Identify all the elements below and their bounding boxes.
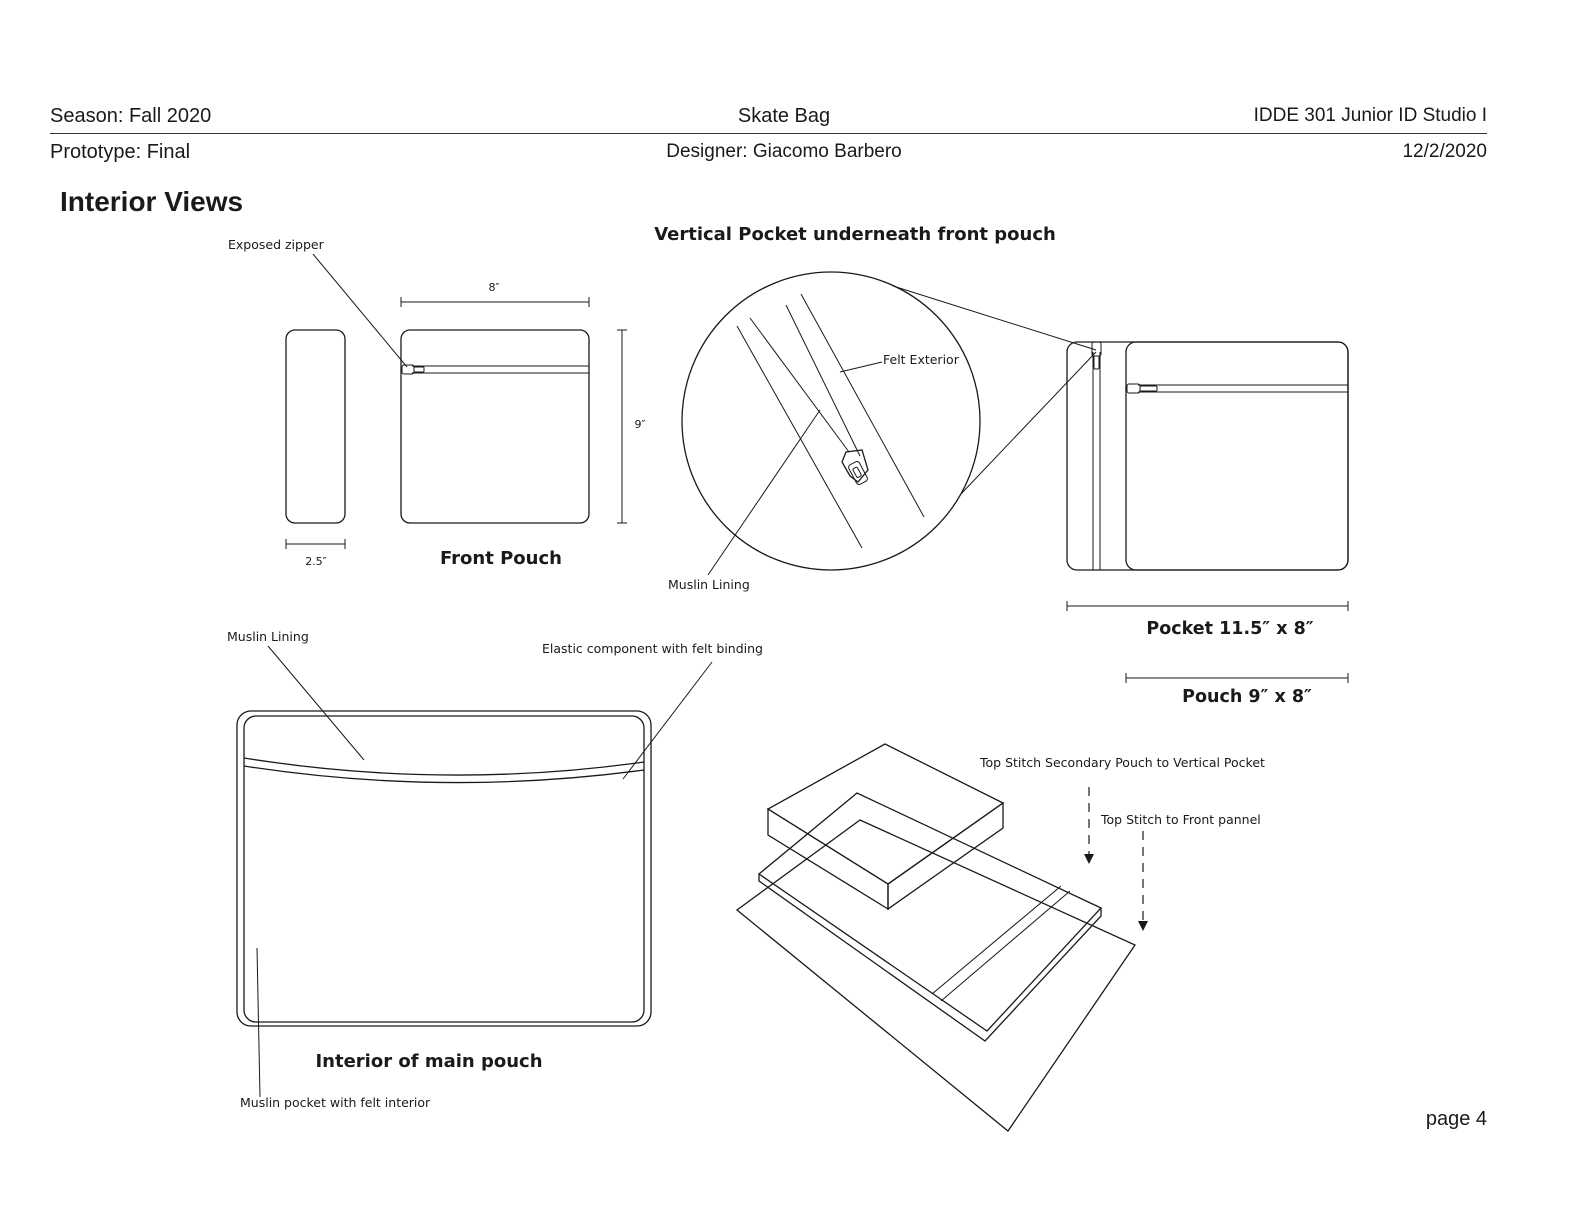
elastic-band-top (243, 757, 645, 776)
front-pouch-side-view (285, 329, 346, 524)
vertical-pocket-layer (757, 792, 1103, 1032)
exposed-zipper-leader (312, 253, 408, 368)
front-pouch-front-view (400, 329, 590, 524)
exposed-zipper-label: Exposed zipper (228, 237, 325, 252)
zipper-detail-magnifier (681, 271, 981, 571)
header-rule (50, 133, 1487, 134)
muslin-pocket-leader (256, 947, 261, 1098)
main-pouch-inner (243, 715, 645, 1023)
course-label: IDDE 301 Junior ID Studio I (1253, 105, 1487, 126)
down-arrow-icon (1138, 921, 1148, 931)
elastic-leader (622, 661, 713, 780)
prototype-label: Prototype: Final (50, 141, 191, 163)
elastic-band-bottom (243, 765, 645, 784)
muslin-lining-label-main: Muslin Lining (227, 629, 309, 644)
pouch-zipper-pull-icon (1126, 383, 1158, 394)
down-arrow-icon (1084, 854, 1094, 864)
front-pouch-drawing: 8″ 9″ 2.5″ Exposed zipper Front Pouch (228, 237, 646, 569)
width-dimension: 8″ (488, 281, 499, 294)
front-stitch-label: Top Stitch to Front pannel (1100, 812, 1261, 827)
designer-label: Designer: Giacomo Barbero (666, 141, 902, 162)
muslin-lining-leader-detail (707, 409, 821, 576)
depth-dimension: 2.5″ (305, 555, 327, 568)
main-pouch-outer (236, 710, 652, 1027)
muslin-pocket-label: Muslin pocket with felt interior (240, 1095, 431, 1110)
secondary-pouch-top (766, 743, 1005, 885)
main-pouch-caption: Interior of main pouch (315, 1051, 542, 1072)
felt-exterior-label: Felt Exterior (883, 352, 960, 367)
season-label: Season: Fall 2020 (50, 105, 212, 127)
zipper-slider-icon (841, 449, 869, 485)
inner-pouch-outline (1125, 341, 1349, 571)
zipper-pull-icon (401, 364, 425, 375)
pouch-dimension-caption: Pouch 9″ x 8″ (1182, 687, 1312, 707)
product-name: Skate Bag (737, 105, 831, 127)
elastic-label: Elastic component with felt binding (542, 641, 763, 656)
front-panel-layer (735, 819, 1136, 1132)
muslin-lining-label-detail: Muslin Lining (668, 577, 750, 592)
felt-exterior-leader (839, 361, 883, 373)
pocket-dimension-caption: Pocket 11.5″ x 8″ (1146, 619, 1313, 639)
secondary-stitch-label: Top Stitch Secondary Pouch to Vertical P… (979, 755, 1265, 770)
vertical-pocket-drawing: Vertical Pocket underneath front pouch F… (654, 224, 1349, 707)
main-pouch-drawing: Muslin Lining Elastic component with fel… (227, 629, 763, 1110)
vertical-pocket-title: Vertical Pocket underneath front pouch (654, 224, 1056, 245)
assembly-drawing: Top Stitch Secondary Pouch to Vertical P… (735, 743, 1265, 1132)
secondary-pouch-right-face (887, 801, 1004, 911)
page-title: Interior Views (60, 186, 244, 217)
date-label: 12/2/2020 (1402, 141, 1487, 162)
vertical-pocket-outline (1066, 341, 1349, 571)
page-number: page 4 (1425, 1108, 1487, 1130)
front-pouch-caption: Front Pouch (440, 548, 562, 569)
vertical-zipper-pull-icon (1091, 341, 1102, 370)
height-dimension: 9″ (634, 418, 645, 431)
muslin-lining-leader-main (267, 645, 365, 761)
